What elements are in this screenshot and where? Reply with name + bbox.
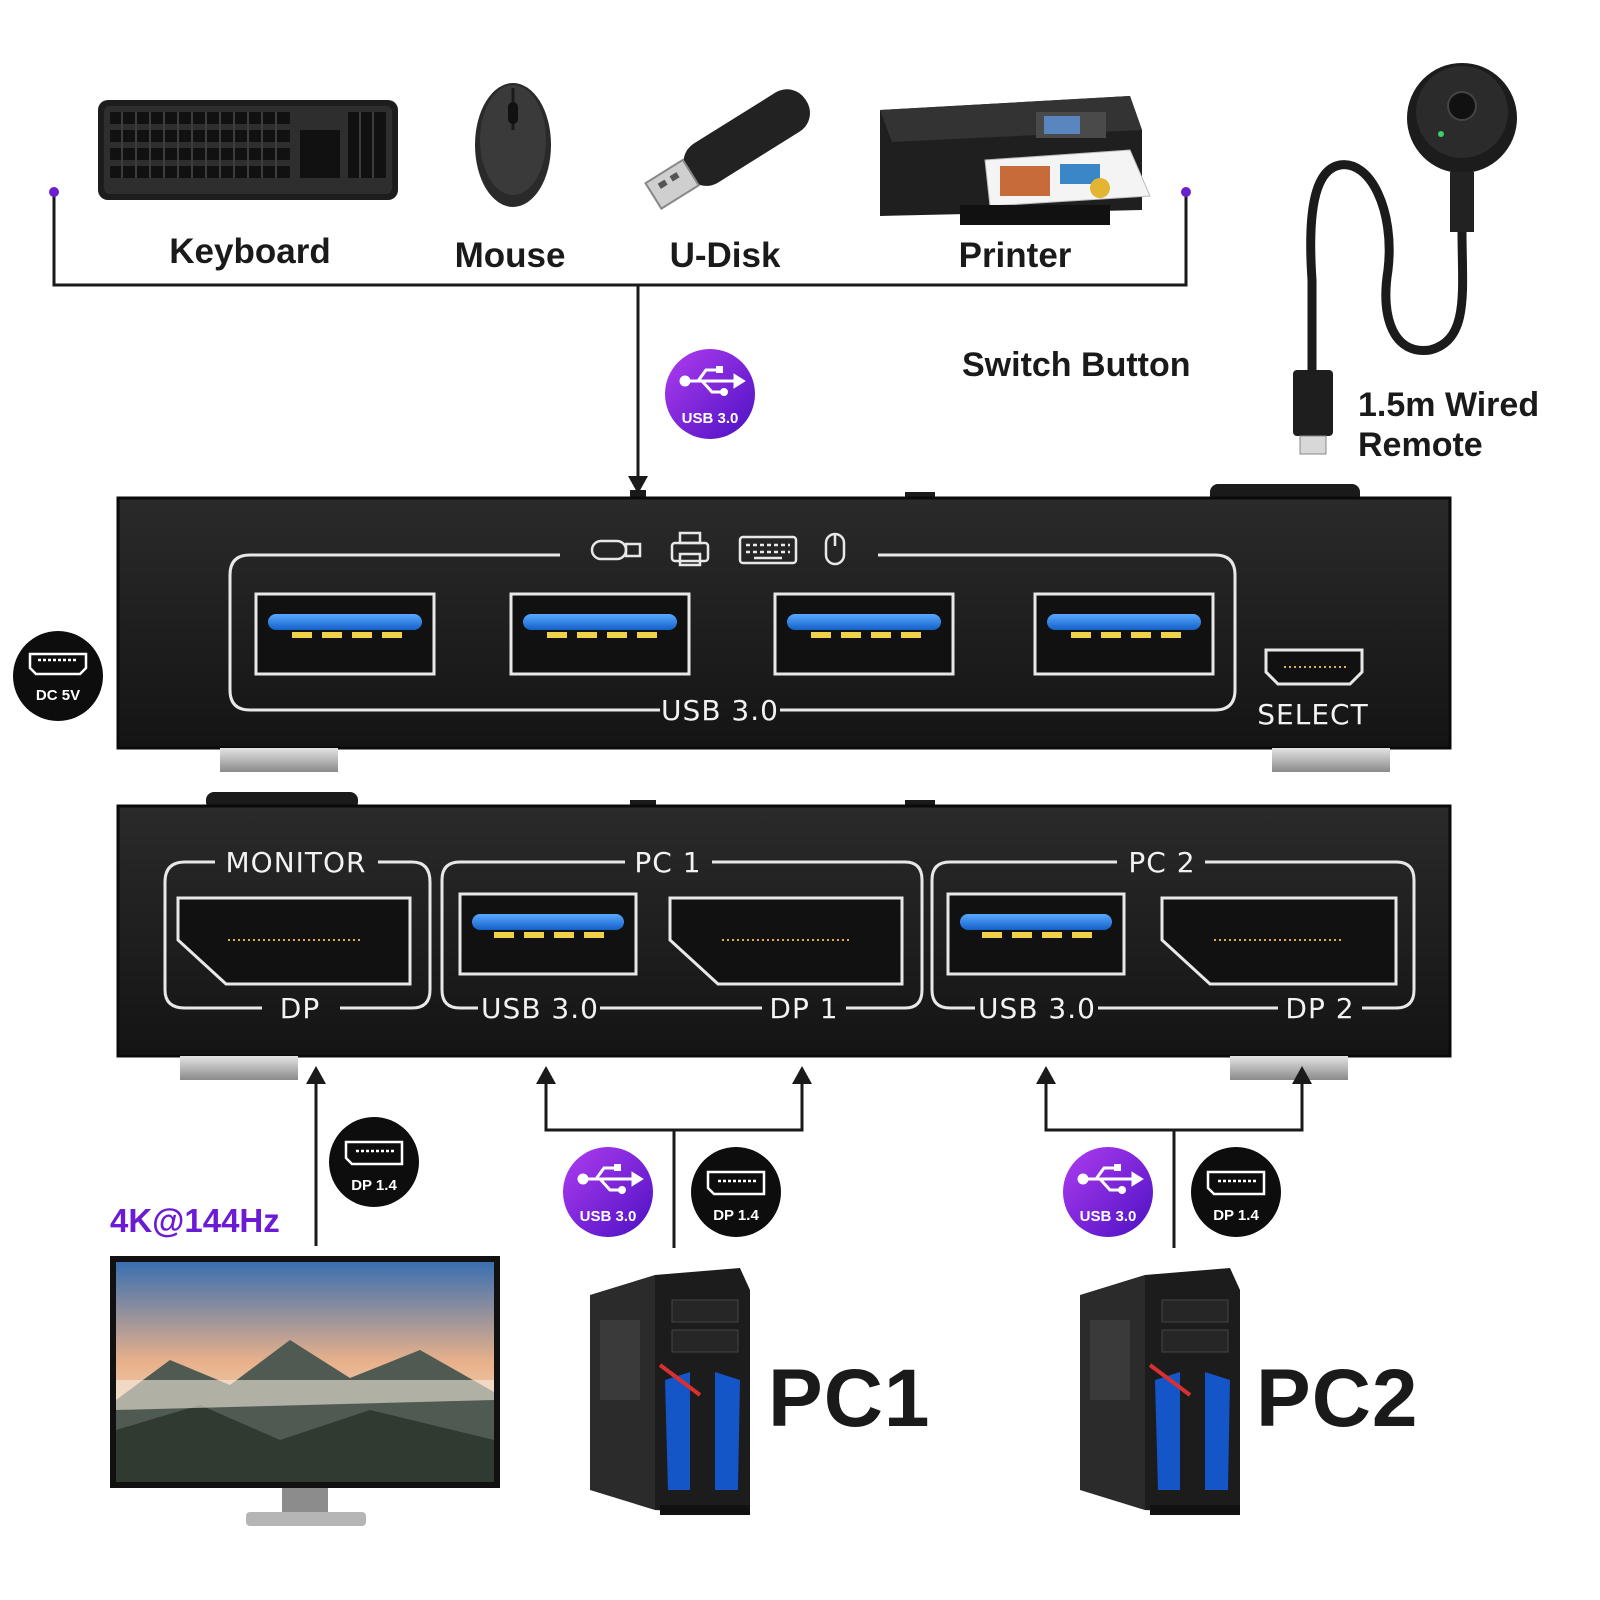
monitor-dp-port — [176, 896, 412, 986]
keyboard-label: Keyboard — [169, 232, 331, 271]
wired-remote-icon — [1293, 63, 1517, 455]
usb-badge-top-label: USB 3.0 — [682, 410, 739, 427]
displayport-icon — [706, 1170, 766, 1196]
dp-badge-pc2-label: DP 1.4 — [1213, 1207, 1259, 1224]
power-port-icon — [28, 652, 88, 676]
dc-badge: DC 5V — [13, 631, 103, 721]
dc-badge-label: DC 5V — [36, 687, 80, 704]
usb-badge-pc1-label: USB 3.0 — [580, 1208, 637, 1225]
arrow-down-icon — [628, 476, 648, 494]
remote-label-line2: Remote — [1358, 426, 1483, 464]
pc2-dp-label: DP 2 — [1285, 992, 1354, 1025]
front-usb-port-2 — [509, 592, 691, 676]
pc1-usb-port — [458, 892, 638, 976]
front-usb-port-3 — [773, 592, 955, 676]
bus-endpoint-left — [49, 187, 59, 197]
usb-symbol-icon — [679, 366, 746, 396]
usb-stick-small-icon — [590, 539, 642, 561]
usb-badge-top: USB 3.0 — [665, 349, 755, 439]
pc-tower-icon — [590, 1268, 750, 1515]
dp-badge-monitor: DP 1.4 — [329, 1117, 419, 1207]
usb-badge-pc2: USB 3.0 — [1063, 1147, 1153, 1237]
connection-lines — [314, 1082, 1304, 1248]
printer-icon — [880, 96, 1151, 225]
pc1-usb-label: USB 3.0 — [481, 992, 599, 1025]
remote-label-line1: 1.5m Wired — [1358, 386, 1540, 424]
usb-symbol-icon — [577, 1164, 644, 1194]
select-label: SELECT — [1257, 698, 1368, 731]
pc2-frame-label: PC 2 — [1128, 846, 1195, 879]
pc1-dp-label: DP 1 — [769, 992, 838, 1025]
displayport-icon — [1206, 1170, 1266, 1196]
usb-symbol-icon — [1077, 1164, 1144, 1194]
dp-badge-pc1: DP 1.4 — [691, 1147, 781, 1237]
mouse-icon — [475, 83, 551, 207]
bus-endpoint-right — [1181, 187, 1191, 197]
dp-badge-pc2: DP 1.4 — [1191, 1147, 1281, 1237]
displayport-icon — [344, 1140, 404, 1166]
usb-badge-pc1: USB 3.0 — [563, 1147, 653, 1237]
monitor-port-label: DP — [280, 992, 320, 1025]
keyboard-icon — [98, 100, 398, 200]
front-usb-label: USB 3.0 — [661, 694, 779, 727]
pc2-frame — [930, 860, 1416, 1010]
pc2-dp-port — [1160, 896, 1398, 986]
usb-stick-icon — [644, 89, 810, 210]
monitor-icon — [110, 1256, 500, 1526]
pc1-frame-label: PC 1 — [634, 846, 701, 879]
pc1-frame — [440, 860, 924, 1010]
printer-label: Printer — [958, 236, 1072, 275]
mouse-small-icon — [824, 532, 846, 566]
peripheral-bus-line — [52, 192, 1188, 480]
pc2-usb-port — [946, 892, 1126, 976]
pc1-dp-port — [668, 896, 904, 986]
dp-badge-pc1-label: DP 1.4 — [713, 1207, 759, 1224]
pc2-label: PC2 — [1256, 1353, 1419, 1444]
printer-small-icon — [670, 531, 710, 567]
front-usb-port-4 — [1033, 592, 1215, 676]
resolution-label: 4K@144Hz — [110, 1202, 280, 1239]
dp-badge-monitor-label: DP 1.4 — [351, 1177, 397, 1194]
pc2-usb-label: USB 3.0 — [978, 992, 1096, 1025]
mouse-label: Mouse — [454, 236, 566, 275]
monitor-label: MONITOR — [226, 846, 367, 879]
pc1-label: PC1 — [768, 1353, 931, 1444]
usb-badge-pc2-label: USB 3.0 — [1080, 1208, 1137, 1225]
switch-button-label: Switch Button — [962, 346, 1191, 384]
arrow-up-icons — [306, 1066, 1312, 1084]
keyboard-small-icon — [738, 535, 798, 565]
select-port — [1264, 648, 1364, 686]
udisk-label: U-Disk — [669, 236, 781, 275]
monitor-frame — [163, 860, 432, 1010]
pc-tower-icon — [1080, 1268, 1240, 1515]
front-usb-port-1 — [254, 592, 436, 676]
